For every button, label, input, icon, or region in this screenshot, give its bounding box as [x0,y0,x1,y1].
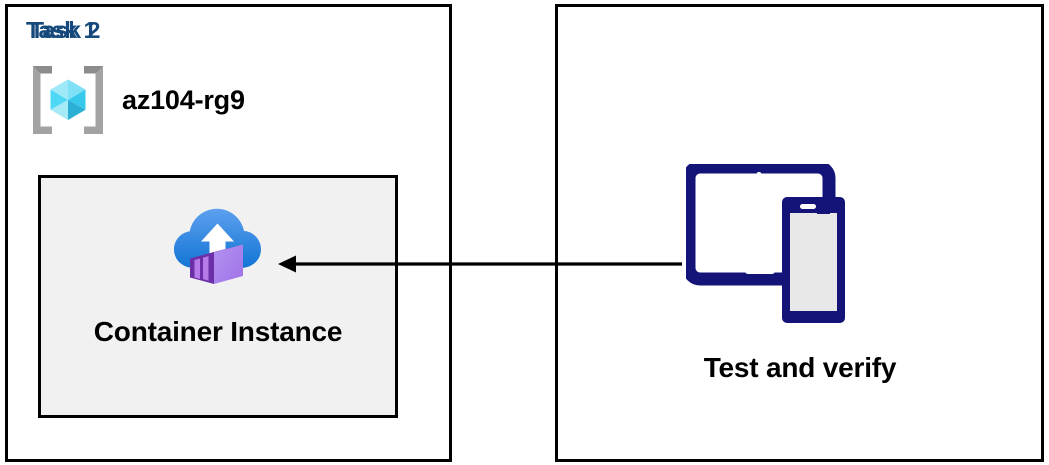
resource-group-label: az104-rg9 [122,84,245,115]
panel-task-1-title: Task 1 [26,17,97,43]
resource-group-row: az104-rg9 [30,62,245,138]
panel-task-2-title: Task 2 [30,17,101,43]
test-and-verify-label: Test and verify [703,352,897,383]
container-instance-label: Container Instance [93,316,343,347]
container-instance-box: Container Instance [38,175,398,418]
azure-container-instance-icon [174,208,261,284]
tablet-and-phone-devices-icon [686,164,845,323]
azure-resource-group-icon [33,66,103,134]
